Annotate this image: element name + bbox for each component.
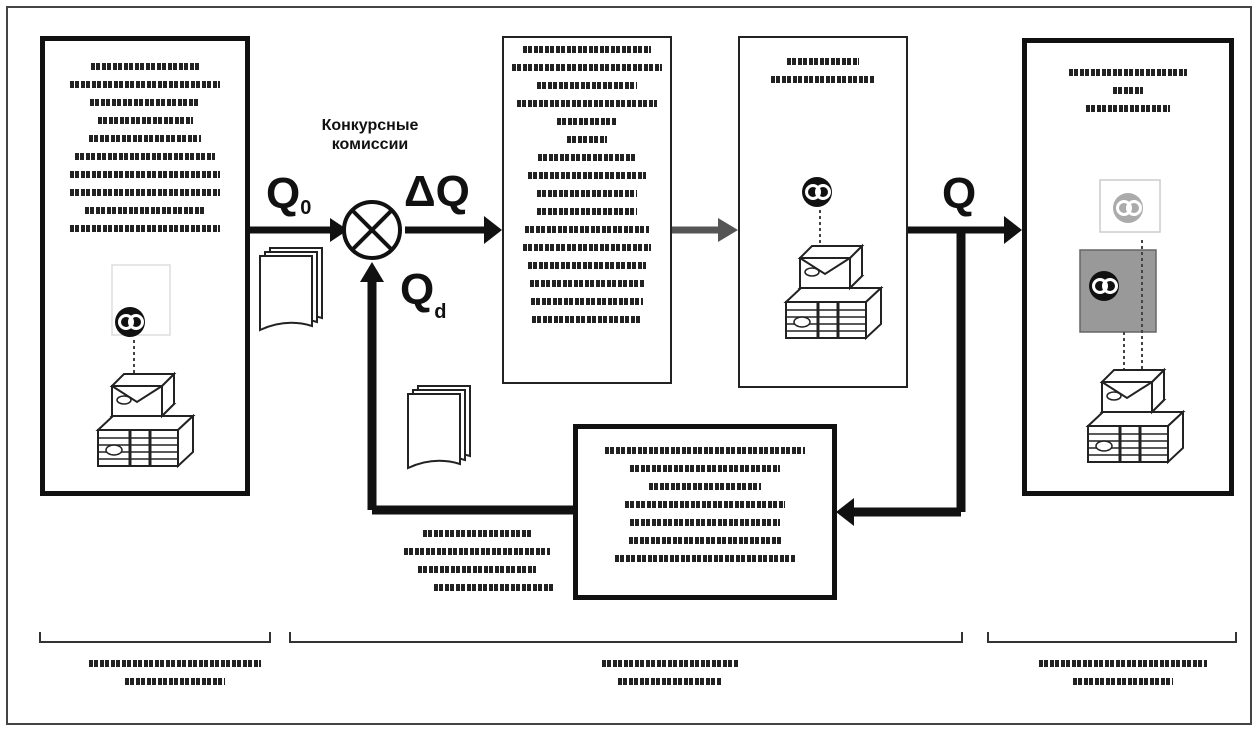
document-stack-icon (407, 385, 471, 469)
feedback-caption-text (392, 530, 562, 602)
certification-mark-icon (800, 175, 834, 209)
bottom-caption-middle (570, 660, 770, 696)
delta-q-symbol: ΔQ (404, 167, 470, 216)
illegible-text-block (578, 447, 832, 573)
bottom-bracket-right (987, 632, 1237, 643)
summing-junction-icon (342, 200, 402, 260)
certification-mark-icon (1087, 269, 1121, 303)
commissions-label-line2: комиссии (331, 136, 409, 153)
bottom-bracket-middle (289, 632, 963, 643)
box-feedback (573, 424, 837, 600)
bottom-caption-right (1028, 660, 1218, 696)
bottom-bracket-left (39, 632, 271, 643)
commissions-label-line1: Конкурсные (321, 117, 419, 134)
box-middle-evaluation (502, 36, 672, 384)
products-crates-icon (96, 372, 195, 468)
certification-mark-icon (113, 305, 147, 339)
illegible-text-block (1027, 69, 1229, 123)
document-stack-icon (259, 247, 323, 331)
illegible-text-block (45, 63, 245, 243)
illegible-text-block (504, 46, 670, 334)
q0-main: Q (266, 169, 301, 218)
qd-main: Q (400, 265, 435, 314)
products-crates-icon (784, 244, 883, 340)
illegible-text-block (740, 58, 906, 94)
q0-symbol: Q0 (266, 170, 311, 226)
commissions-label: Конкурсные комиссии (300, 116, 440, 154)
products-crates-icon (1086, 368, 1185, 464)
bottom-caption-left (80, 660, 270, 696)
q-symbol: Q (942, 169, 977, 218)
qd-symbol: Qd (400, 265, 447, 324)
q0-subscript: 0 (300, 197, 312, 219)
qd-subscript: d (434, 301, 447, 323)
certification-mark-icon (1111, 191, 1145, 225)
diagram-frame (6, 6, 1252, 725)
